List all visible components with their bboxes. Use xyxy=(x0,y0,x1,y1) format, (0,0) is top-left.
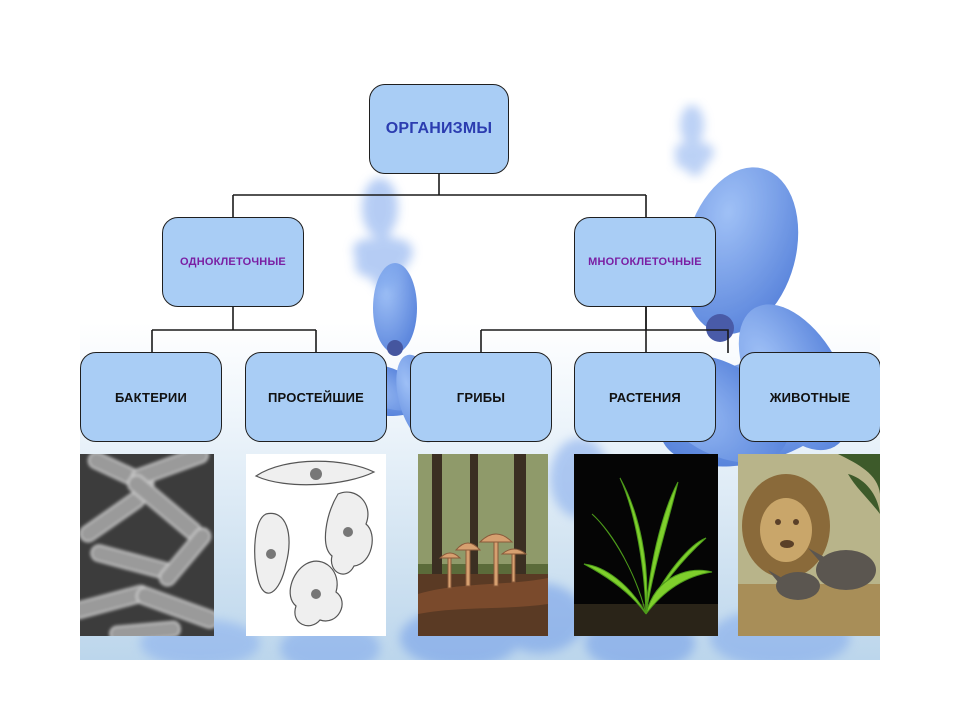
node-organisms: ОРГАНИЗМЫ xyxy=(369,84,509,174)
protozoa-image xyxy=(246,454,386,636)
connector-to-animals xyxy=(645,307,729,353)
plant-image xyxy=(574,454,718,636)
node-multicellular: МНОГОКЛЕТОЧНЫЕ xyxy=(574,217,716,307)
mushrooms-image xyxy=(418,454,548,636)
bacteria-image xyxy=(80,454,214,636)
node-unicellular: ОДНОКЛЕТОЧНЫЕ xyxy=(162,217,304,307)
diagram-canvas: ОРГАНИЗМЫ ОДНОКЛЕТОЧНЫЕ МНОГОКЛЕТОЧНЫЕ Б… xyxy=(80,78,880,660)
tree-connectors xyxy=(151,173,729,353)
node-animals: ЖИВОТНЫЕ xyxy=(739,352,880,442)
node-bacteria: БАКТЕРИИ xyxy=(80,352,222,442)
node-protozoa: ПРОСТЕЙШИЕ xyxy=(245,352,387,442)
animals-image xyxy=(738,454,880,636)
node-plants: РАСТЕНИЯ xyxy=(574,352,716,442)
node-fungi: ГРИБЫ xyxy=(410,352,552,442)
